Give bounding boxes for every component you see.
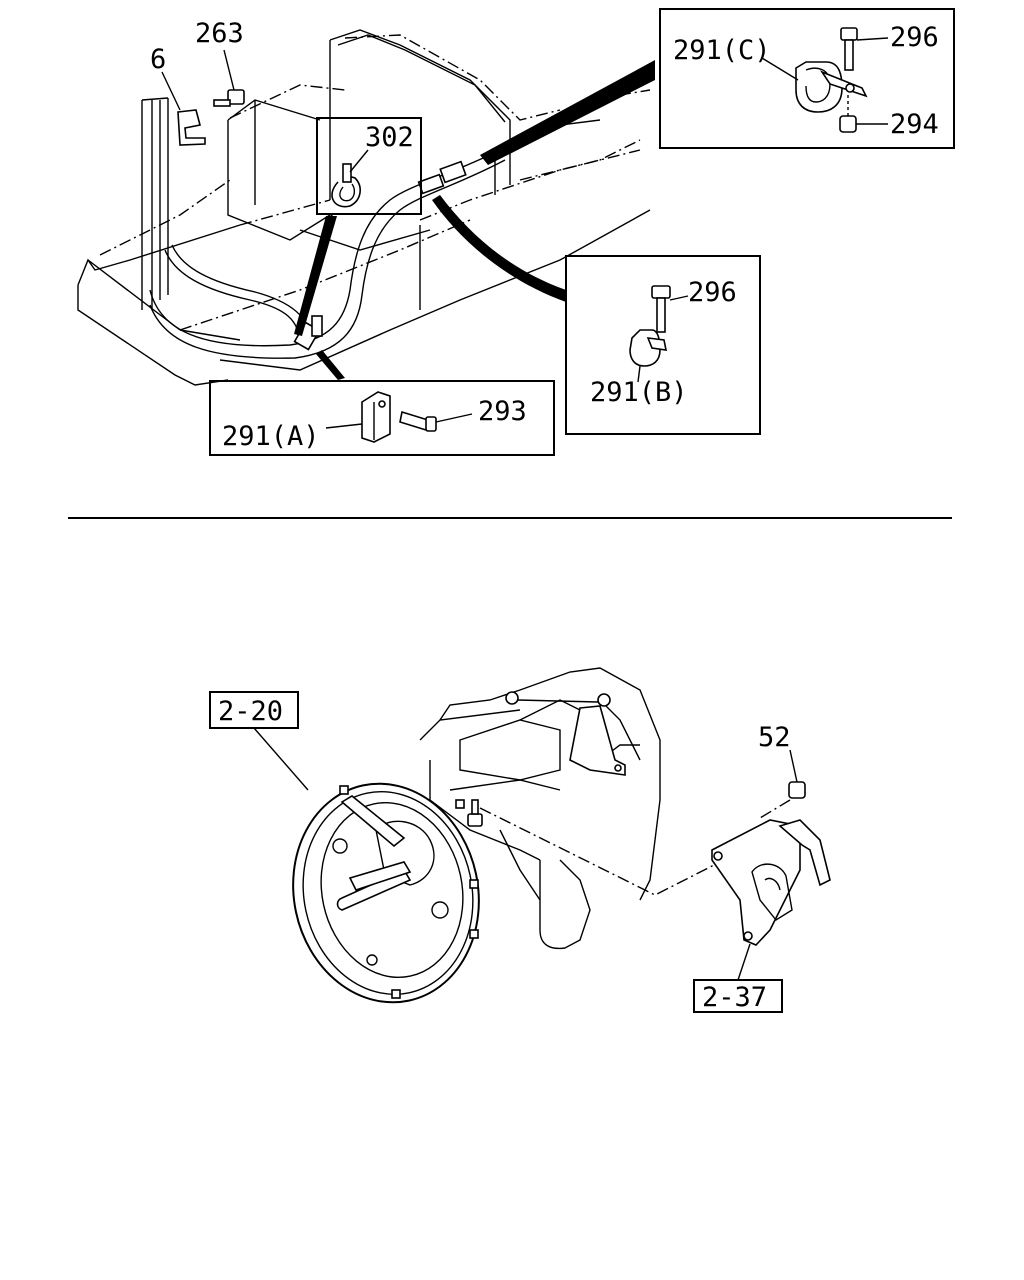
wedge-291b — [432, 195, 566, 302]
ref-2-20 — [209, 691, 309, 791]
callout-291c: 291(C) — [673, 35, 771, 66]
callout-52: 52 — [758, 722, 791, 753]
clutch-bell-housing — [292, 782, 480, 1004]
callout-302: 302 — [365, 122, 414, 153]
frame-dashed-outline — [99, 34, 651, 331]
part-302-clamp — [331, 149, 369, 208]
bottom-view-transmission-assembly — [209, 667, 831, 1013]
part-52-nut — [759, 749, 806, 819]
frame-rail — [77, 29, 651, 386]
callout-291b: 291(B) — [590, 377, 688, 408]
callout-296-c: 296 — [890, 22, 939, 53]
callout-6: 6 — [150, 44, 166, 75]
shift-linkage — [505, 691, 626, 776]
mount-bracket-2-37 — [711, 819, 831, 946]
callout-296-b: 296 — [688, 277, 737, 308]
wedge-291c — [480, 60, 655, 165]
callout-291a: 291(A) — [222, 421, 320, 452]
part-296-bolt-b — [651, 285, 689, 333]
ref-2-37 — [693, 943, 783, 1013]
inset-302 — [294, 117, 422, 336]
inset-291a — [209, 350, 555, 456]
part-291a-clamp — [325, 391, 391, 443]
inset-291b — [432, 195, 761, 435]
callout-294: 294 — [890, 109, 939, 140]
mount-bolt — [467, 799, 721, 896]
callout-263: 263 — [195, 18, 244, 49]
part-291c-clamp — [795, 61, 868, 113]
part-294-nut — [839, 95, 888, 133]
part-6-bracket — [161, 71, 206, 146]
part-263-bolt — [213, 49, 245, 107]
inset-291c — [480, 8, 955, 165]
part-291b-clamp — [629, 329, 668, 383]
ref-label-2-37: 2-37 — [702, 982, 767, 1013]
wiring-harness — [149, 149, 506, 359]
callout-293: 293 — [478, 396, 527, 427]
part-296-bolt-c — [840, 27, 889, 71]
flange-bolts — [339, 785, 479, 999]
ref-label-2-20: 2-20 — [218, 696, 283, 727]
frame-post — [141, 97, 169, 310]
callout-labels: 6 263 302 291(C) 296 294 296 291(B) 291(… — [150, 18, 939, 1013]
wedge-291a — [316, 350, 345, 380]
top-view-frame-assembly — [77, 29, 651, 386]
part-293-bolt — [399, 410, 473, 432]
wedge-302 — [294, 216, 337, 336]
